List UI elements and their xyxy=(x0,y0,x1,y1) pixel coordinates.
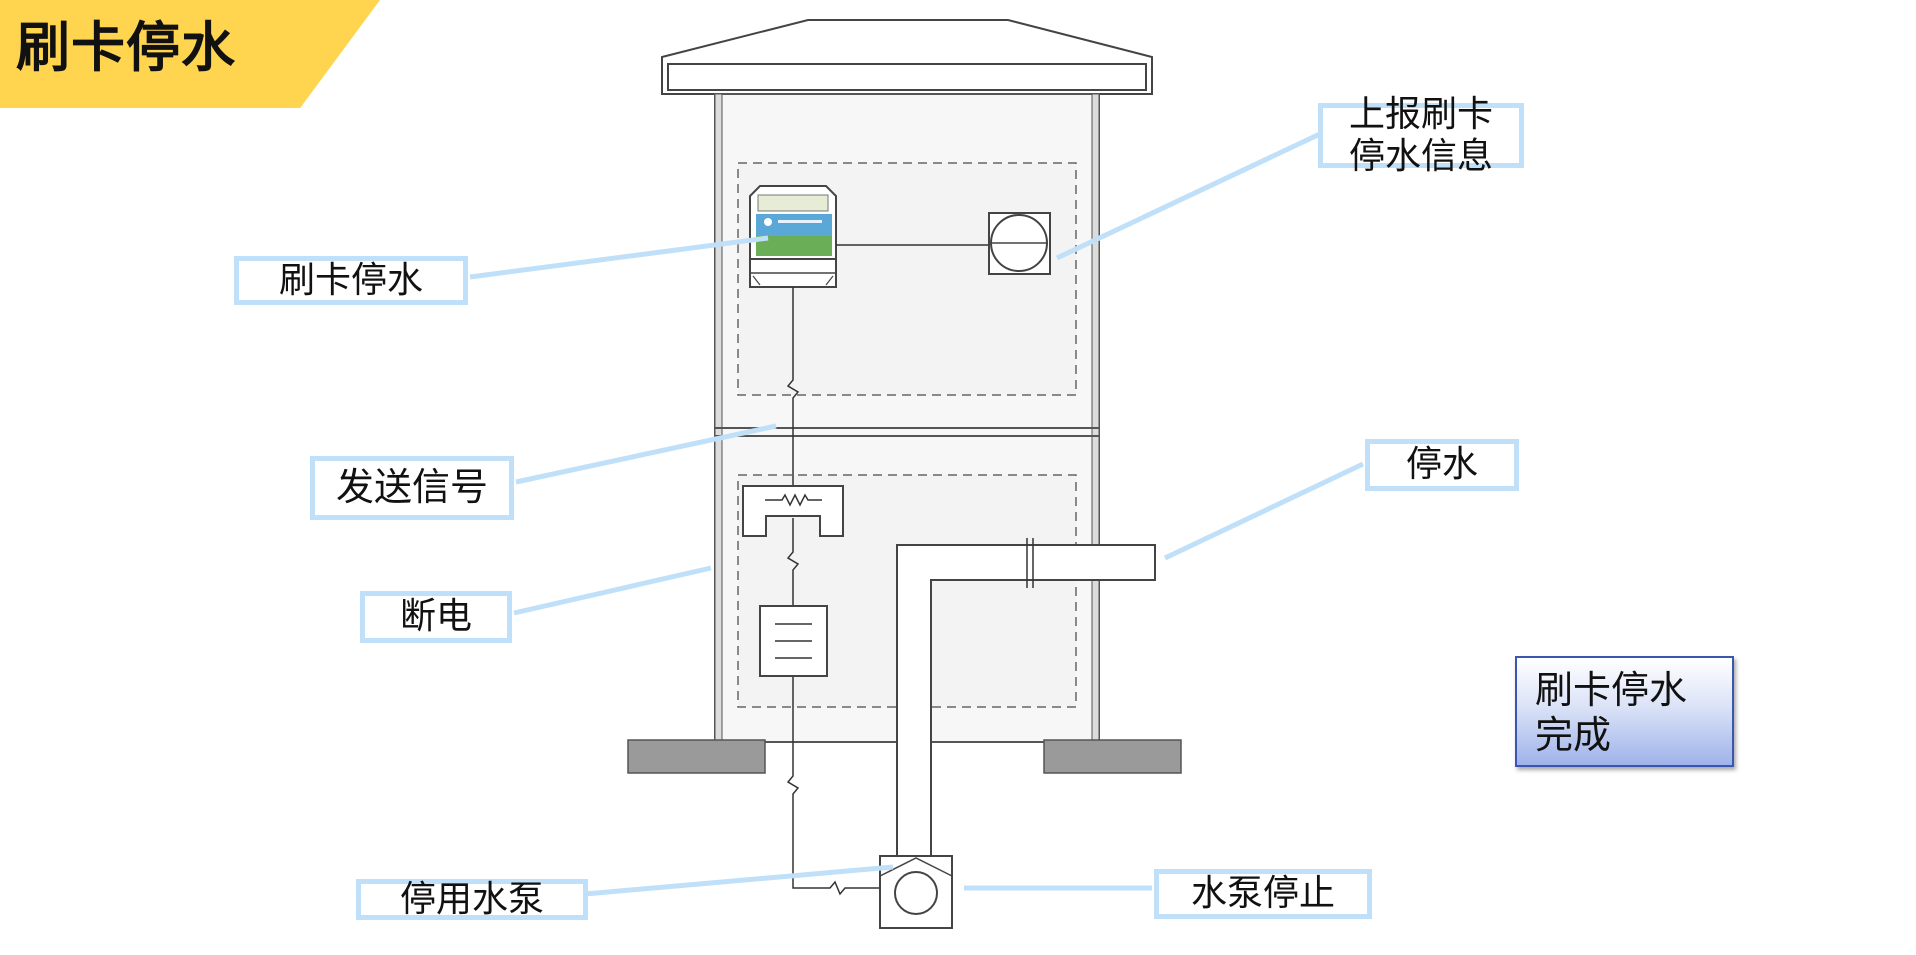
leader-signal xyxy=(515,423,777,485)
callout-water-off-text: 停水 xyxy=(1405,444,1478,486)
callout-power-off-text: 断电 xyxy=(399,596,472,638)
callout-stop-pump: 停用水泵 xyxy=(356,879,588,920)
callout-pump-stopped: 水泵停止 xyxy=(1154,869,1372,919)
leader-swipe xyxy=(469,235,769,280)
callout-send-signal: 发送信号 xyxy=(310,456,514,520)
callout-power-off: 断电 xyxy=(360,591,512,643)
leader-report xyxy=(1055,130,1324,261)
left-foundation xyxy=(627,739,766,774)
water-pipe xyxy=(896,544,1156,856)
callout-send-signal-text: 发送信号 xyxy=(335,465,488,510)
callout-swipe-card: 刷卡停水 xyxy=(234,256,468,305)
leader-lines xyxy=(469,130,1365,897)
callout-stop-pump-text: 停用水泵 xyxy=(399,878,544,920)
callout-report-info-text: 上报刷卡 停水信息 xyxy=(1348,94,1493,177)
pipe-valve-icon xyxy=(1026,538,1034,588)
card-water-meter-icon xyxy=(749,185,837,288)
roof xyxy=(661,19,1153,95)
completion-status-box: 刷卡停水 完成 xyxy=(1515,656,1734,767)
contactor-icon xyxy=(759,605,828,677)
right-foundation xyxy=(1043,739,1182,774)
leader-power-off xyxy=(513,565,712,616)
circuit-breaker-icon xyxy=(742,485,844,537)
callout-pump-stopped-text: 水泵停止 xyxy=(1190,873,1335,915)
callout-swipe-card-text: 刷卡停水 xyxy=(278,259,423,301)
leader-stop-pump xyxy=(584,864,894,897)
water-pump-icon xyxy=(879,855,953,929)
callout-report-info: 上报刷卡 停水信息 xyxy=(1318,94,1524,177)
leader-water-off xyxy=(1163,461,1365,561)
callout-water-off: 停水 xyxy=(1365,439,1519,491)
page-title: 刷卡停水 xyxy=(16,16,236,79)
control-wire xyxy=(786,287,880,896)
remote-terminal-icon xyxy=(988,212,1051,275)
